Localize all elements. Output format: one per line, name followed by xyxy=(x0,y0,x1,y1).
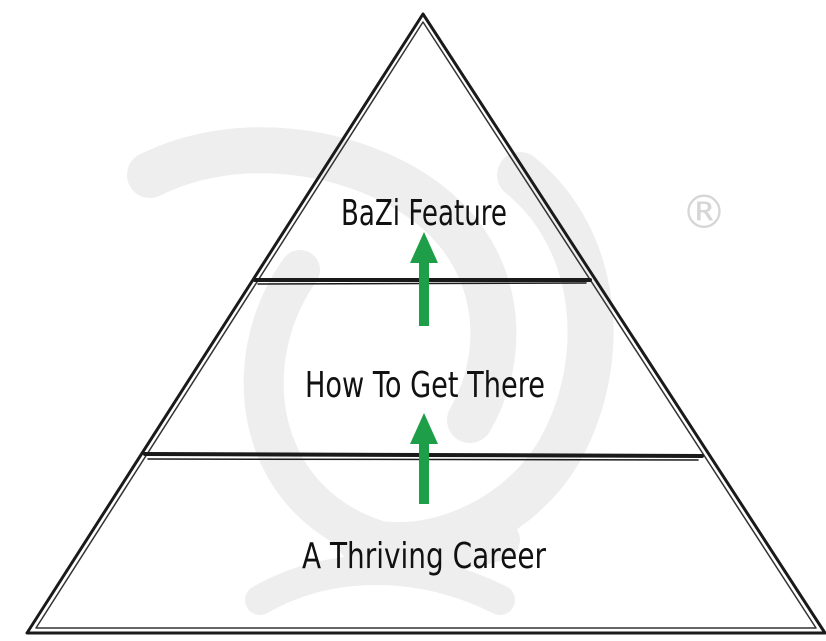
registered-mark-icon: ® xyxy=(681,185,727,239)
arrow-lower xyxy=(410,413,438,504)
pyramid-outline xyxy=(25,12,826,635)
tier-label-top: BaZi Feature xyxy=(341,193,507,234)
tier-label-bottom: A Thriving Career xyxy=(302,536,546,577)
tier-label-middle: How To Get There xyxy=(305,365,545,406)
arrow-upper xyxy=(410,232,438,326)
